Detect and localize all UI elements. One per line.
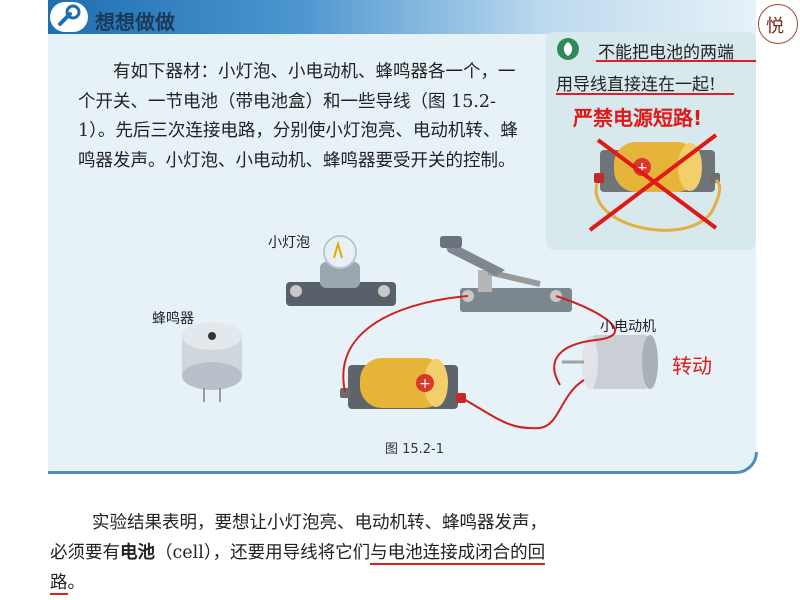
warning-underline-2 bbox=[556, 93, 734, 95]
buzzer-label: 蜂鸣器 bbox=[152, 311, 194, 327]
conclusion-underlined: 与电池连接成闭合的回路 bbox=[50, 543, 546, 595]
figure-caption: 图 15.2-1 bbox=[385, 442, 445, 457]
buzzer-component bbox=[182, 322, 242, 402]
warning-line-1: 不能把电池的两端 bbox=[598, 43, 734, 63]
short-circuit-cross-mark bbox=[588, 133, 718, 232]
wire-battery-to-motor bbox=[461, 379, 585, 430]
wrench-icon bbox=[58, 4, 81, 26]
switch-component bbox=[440, 236, 572, 312]
seal-stamp bbox=[758, 4, 798, 44]
section-header-bar bbox=[48, 0, 756, 34]
seal-stamp-text: 悦 bbox=[766, 16, 784, 37]
svg-text:+: + bbox=[419, 376, 431, 392]
conclusion-part-1: 实验结果表明，要想让小灯泡亮、电动机转、蜂鸣器发声，必须要有 bbox=[50, 513, 547, 563]
warning-box bbox=[546, 32, 756, 250]
short-circuit-note: 严禁电源短路! bbox=[573, 106, 703, 130]
wrench-badge bbox=[50, 2, 88, 32]
svg-text:+: + bbox=[636, 160, 648, 176]
warning-underline-1 bbox=[596, 60, 756, 62]
conclusion-part-2: （cell），还要用导线将它们 bbox=[155, 543, 371, 563]
motor-label: 小电动机 bbox=[600, 319, 656, 335]
bulb-component bbox=[286, 235, 396, 306]
activity-instructions: 有如下器材：小灯泡、小电动机、蜂鸣器各一个，一个开关、一节电池（带电池盒）和一些… bbox=[78, 62, 518, 171]
conclusion-end: 。 bbox=[67, 573, 86, 593]
motor-component bbox=[562, 335, 658, 389]
wire-switch-to-battery bbox=[342, 295, 469, 393]
warning-line-2: 用导线直接连在一起! bbox=[556, 75, 716, 95]
section-title: 想想做做 bbox=[95, 10, 175, 34]
bulb-label: 小灯泡 bbox=[268, 235, 310, 251]
short-circuit-battery: + bbox=[594, 142, 722, 232]
conclusion-text: 实验结果表明，要想让小灯泡亮、电动机转、蜂鸣器发声，必须要有电池（cell），还… bbox=[50, 508, 550, 598]
rotate-note: 转动 bbox=[672, 354, 712, 378]
battery-component: + bbox=[340, 358, 466, 409]
conclusion-keyword-cell: 电池 bbox=[120, 543, 155, 563]
wire-switch-to-motor bbox=[553, 295, 616, 386]
warning-leaf-icon bbox=[557, 38, 579, 60]
